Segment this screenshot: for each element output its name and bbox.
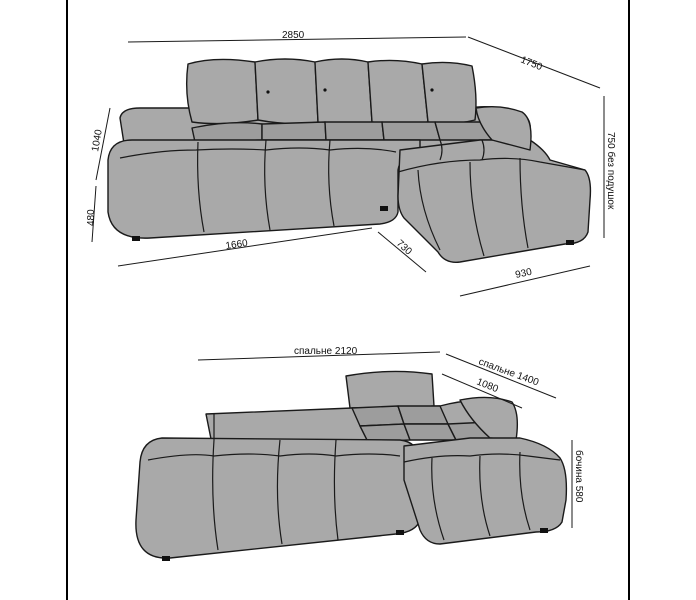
raised-headrest	[345, 370, 435, 410]
dim-line-480	[91, 185, 97, 243]
dim-sleep-2120: спальне 2120	[294, 346, 358, 357]
dim-line-1660	[117, 227, 373, 267]
dim-730: 730	[394, 238, 414, 258]
dim-480: 480	[86, 209, 97, 226]
main-seat	[107, 139, 421, 239]
dim-930: 930	[514, 267, 533, 281]
dim-line-2850	[127, 36, 467, 43]
dim-line-1750	[467, 36, 601, 89]
bed-right-armrest	[459, 396, 519, 441]
sofa-assembled	[107, 58, 592, 263]
right-armrest	[475, 105, 532, 151]
dim-1040: 1040	[90, 128, 105, 152]
dim-1750: 1750	[519, 55, 544, 74]
back-cushion-5	[421, 61, 477, 125]
dim-line-1040	[95, 107, 111, 181]
dim-2850: 2850	[282, 30, 305, 41]
dim-1660: 1660	[225, 238, 249, 252]
back-cushion-3	[314, 58, 373, 125]
back-cushion-4	[367, 59, 429, 125]
dim-line-1080	[441, 373, 523, 409]
dim-750: 750 без подушок	[605, 132, 617, 210]
sofa-bed-unfolded	[135, 370, 568, 561]
dim-line-930	[459, 265, 591, 297]
back-cushion-2	[254, 58, 319, 125]
dim-line-2120	[197, 351, 441, 361]
dim-line-1400	[445, 353, 557, 399]
chaise-seat	[397, 139, 592, 263]
dim-1080: 1080	[475, 377, 500, 396]
back-cushion-1	[185, 58, 259, 125]
dim-line-730	[377, 231, 427, 273]
dim-side-580: бочина 580	[573, 450, 585, 503]
